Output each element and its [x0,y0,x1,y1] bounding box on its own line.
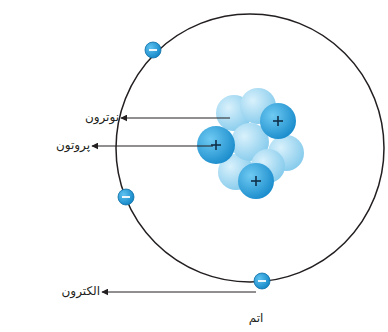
proton [197,126,235,164]
leader-line [92,146,213,147]
electron [118,189,134,205]
proton [260,103,296,139]
part-label: نوترون [85,109,119,125]
nucleus [197,88,304,199]
part-label: پروتون [56,137,90,153]
electron [145,42,161,58]
plus-sign [211,116,283,186]
minus-sign [122,50,266,281]
electrons [118,42,270,289]
proton [238,163,274,199]
figure-caption: اتم [249,310,264,326]
leader-line [102,292,256,293]
leader-lines [92,118,256,292]
electron [254,273,270,289]
part-label: الکترون [62,283,100,299]
orbit [116,14,384,282]
leader-line [121,118,230,119]
